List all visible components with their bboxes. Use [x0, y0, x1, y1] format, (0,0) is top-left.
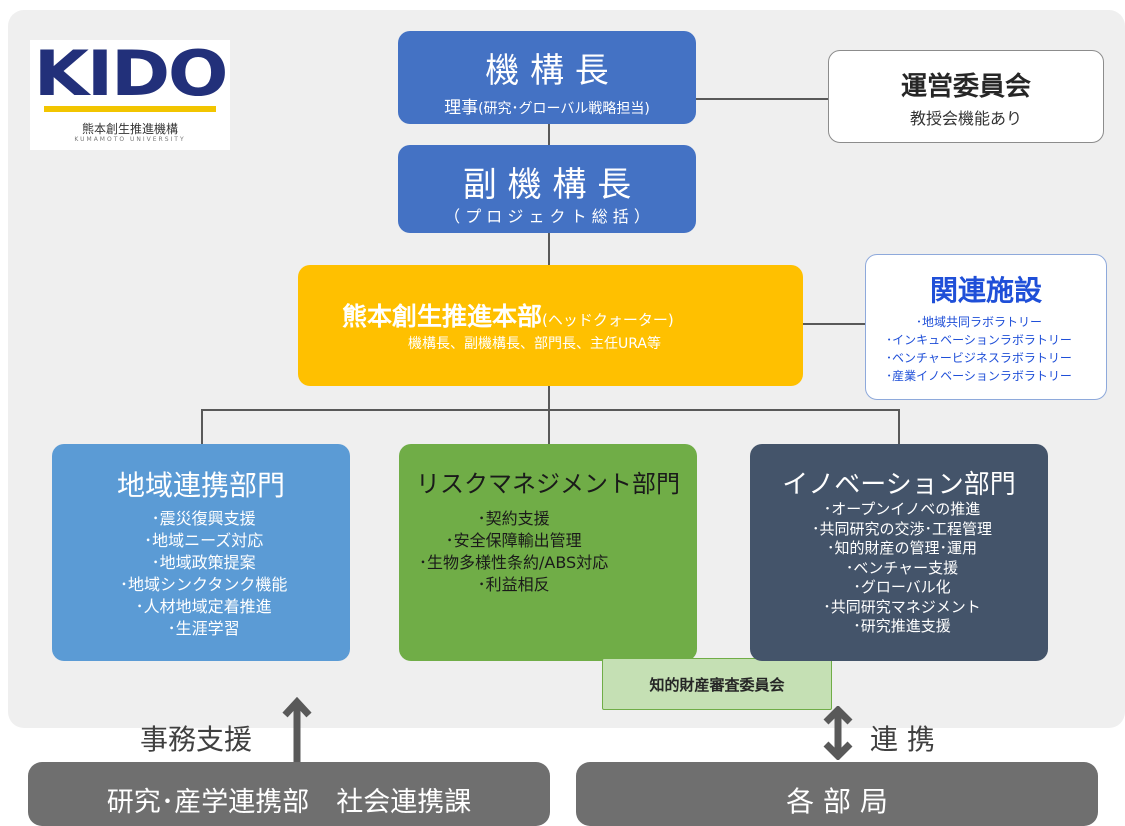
headquarters-box: 熊本創生推進本部(ヘッドクォーター) 機構長、副機構長、部門長、主任URA等	[298, 265, 803, 386]
risk-item: ･契約支援	[477, 509, 550, 528]
director-box: 機 構 長 理事(研究･グローバル戦略担当)	[398, 31, 696, 124]
vice-director-subtitle: （ プ ロ ジ ェ ク ト 総 括 ）	[444, 207, 650, 226]
regional-department-list: ･震災復興支援 ･地域ニーズ対応 ･地域政策提案 ･地域シンクタンク機能 ･人材…	[120, 508, 287, 640]
director-subtitle-main: 理事	[444, 98, 479, 118]
office-support-label: 事務支援	[140, 723, 253, 756]
regional-item: ･地域政策提案	[151, 553, 256, 572]
innovation-item: ･ベンチャー支援	[845, 558, 959, 577]
regional-department-title: 地域連携部門	[116, 469, 285, 502]
office-bar-label: 研究･産学連携部 社会連携課	[106, 787, 472, 818]
director-subtitle: 理事(研究･グローバル戦略担当)	[398, 93, 696, 118]
innovation-item: ･知的財産の管理･運用	[827, 539, 978, 557]
ip-committee-box: 知的財産審査委員会	[602, 658, 832, 710]
connector-hq-down	[548, 385, 550, 445]
connector-left-drop	[201, 409, 203, 445]
innovation-department-title: イノベーション部門	[782, 470, 1016, 500]
headquarters-members: 機構長、副機構長、部門長、主任URA等	[408, 336, 661, 352]
logo-underline	[44, 106, 216, 112]
vice-director-box: 副 機 構 長 （ プ ロ ジ ェ ク ト 総 括 ）	[398, 145, 696, 233]
logo-wordmark: KIDO	[33, 37, 229, 110]
regional-item: ･震災復興支援	[151, 509, 256, 528]
connector-director-vice	[548, 124, 550, 146]
regional-item: ･地域シンクタンク機能	[120, 575, 288, 594]
regional-item: ･人材地域定着推進	[135, 597, 272, 616]
steering-committee-subtitle: 教授会機能あり	[909, 109, 1022, 128]
connector-right-drop	[898, 409, 900, 445]
vice-director-title: 副 機 構 長	[462, 165, 632, 205]
director-subtitle-paren: (研究･グローバル戦略担当)	[478, 101, 650, 117]
collaboration-label: 連 携	[870, 723, 935, 756]
facility-item: ･産業イノベーションラボラトリー	[886, 369, 1072, 383]
facility-item: ･ベンチャービジネスラボラトリー	[886, 351, 1072, 365]
bidirectional-arrow-icon	[823, 706, 853, 760]
departments-bar: 各 部 局	[576, 762, 1098, 826]
steering-committee-title: 運営委員会	[900, 72, 1031, 102]
innovation-item: ･オープンイノベの推進	[823, 500, 981, 518]
risk-department-title: リスクマネジメント部門	[416, 470, 680, 498]
ip-committee-label: 知的財産審査委員会	[649, 676, 785, 694]
regional-item: ･生涯学習	[167, 619, 240, 638]
office-bar: 研究･産学連携部 社会連携課	[28, 762, 550, 826]
director-title: 機 構 長	[485, 51, 609, 91]
connector-hq-facilities	[800, 323, 868, 325]
headquarters-title-suffix: (ヘッドクォーター)	[542, 311, 674, 329]
innovation-item: ･グローバル化	[853, 578, 951, 596]
regional-item: ･地域ニーズ対応	[144, 531, 264, 550]
logo-org-name: 熊本創生推進機構	[81, 122, 178, 136]
connector-director-committee	[695, 98, 830, 100]
facilities-title: 関連施設	[929, 274, 1042, 307]
innovation-item: ･共同研究マネジメント	[823, 597, 981, 616]
innovation-item: ･研究推進支援	[853, 617, 951, 635]
connector-horizontal	[201, 409, 900, 411]
facilities-list: ･地域共同ラボラトリー ･インキュベーションラボラトリー ･ベンチャービジネスラ…	[886, 313, 1072, 385]
connector-vice-hq	[548, 232, 550, 268]
innovation-department-box: イノベーション部門 ･オープンイノベの推進 ･共同研究の交渉･工程管理 ･知的財…	[750, 444, 1048, 661]
risk-department-box: リスクマネジメント部門 ･契約支援 ･安全保障輸出管理 ･生物多様性条約/ABS…	[399, 444, 697, 661]
risk-item: ･生物多様性条約/ABS対応	[419, 553, 609, 572]
kido-logo: KIDO 熊本創生推進機構 KUMAMOTO UNIVERSITY	[30, 40, 230, 150]
logo-university: KUMAMOTO UNIVERSITY	[74, 136, 186, 143]
regional-department-box: 地域連携部門 ･震災復興支援 ･地域ニーズ対応 ･地域政策提案 ･地域シンクタン…	[52, 444, 350, 661]
facility-item: ･インキュベーションラボラトリー	[886, 333, 1072, 347]
risk-item: ･安全保障輸出管理	[445, 531, 582, 550]
innovation-department-list: ･オープンイノベの推進 ･共同研究の交渉･工程管理 ･知的財産の管理･運用 ･ベ…	[812, 500, 992, 637]
facilities-box: 関連施設 ･地域共同ラボラトリー ･インキュベーションラボラトリー ･ベンチャー…	[865, 254, 1107, 400]
facility-item: ･地域共同ラボラトリー	[915, 315, 1042, 329]
risk-department-list: ･契約支援 ･安全保障輸出管理 ･生物多様性条約/ABS対応 ･利益相反	[419, 508, 608, 596]
headquarters-title-row: 熊本創生推進本部(ヘッドクォーター)	[342, 297, 674, 333]
risk-item: ･利益相反	[477, 575, 550, 594]
steering-committee-box: 運営委員会 教授会機能あり	[828, 50, 1104, 143]
innovation-item: ･共同研究の交渉･工程管理	[812, 519, 993, 538]
up-arrow-icon	[282, 697, 312, 763]
departments-bar-label: 各 部 局	[786, 785, 888, 818]
headquarters-title: 熊本創生推進本部	[342, 302, 543, 331]
